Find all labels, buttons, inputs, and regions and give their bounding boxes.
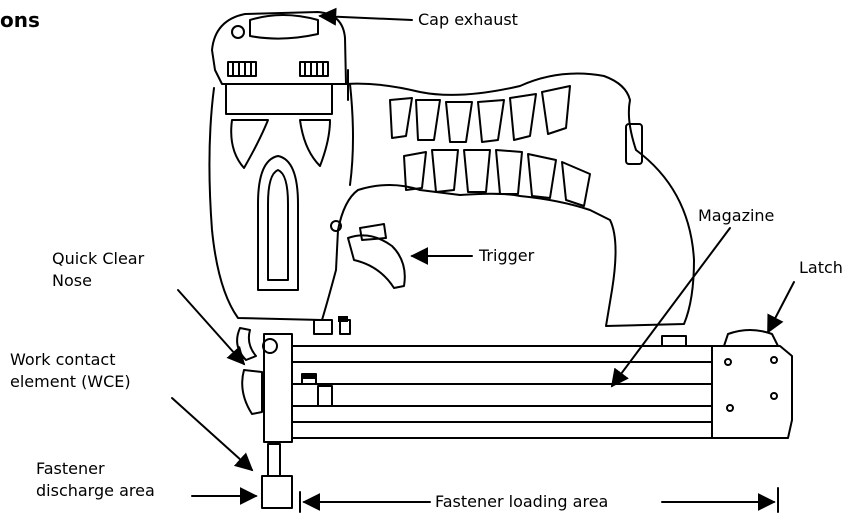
quick-clear-lever: [236, 327, 257, 361]
label-loading-area: Fastener loading area: [435, 492, 609, 511]
label-discharge-line2: discharge area: [36, 481, 155, 500]
side-window: [257, 155, 299, 291]
magazine-body: [291, 345, 713, 439]
label-magazine: Magazine: [698, 206, 775, 225]
head-collar: [225, 83, 333, 115]
label-discharge-line1: Fastener: [36, 459, 105, 478]
magazine-end-cap: [711, 345, 793, 439]
cap-exhaust-vent: [249, 14, 319, 40]
label-quick-clear-line2: Nose: [52, 271, 92, 290]
section-heading: ons: [0, 8, 40, 32]
head-band-left: [227, 61, 257, 77]
latch-arrow: [767, 281, 795, 334]
air-fitting: [625, 123, 643, 165]
driver-channel: [267, 443, 281, 477]
pivot-pin: [330, 220, 342, 232]
trigger: [347, 234, 406, 289]
label-trigger: Trigger: [479, 246, 535, 265]
discharge-tip: [261, 475, 293, 509]
cap-screw: [231, 25, 245, 39]
head-band-right: [299, 61, 329, 77]
quick-clear-arrow: [177, 289, 246, 366]
nose-latch-knob: [262, 338, 278, 354]
magazine-arrow: [610, 227, 731, 388]
cap-exhaust-arrow: [318, 7, 413, 26]
label-quick-clear-line1: Quick Clear: [52, 249, 145, 268]
nose-plate: [263, 333, 293, 443]
label-wce-line2: element (WCE): [10, 372, 131, 391]
label-cap-exhaust: Cap exhaust: [418, 10, 518, 29]
label-wce-line1: Work contact: [10, 350, 116, 369]
wce-arrow: [171, 397, 254, 472]
latch-handle: [723, 329, 779, 347]
label-latch: Latch: [799, 258, 843, 277]
tool-body: [208, 72, 695, 327]
wce-guard: [241, 369, 263, 415]
